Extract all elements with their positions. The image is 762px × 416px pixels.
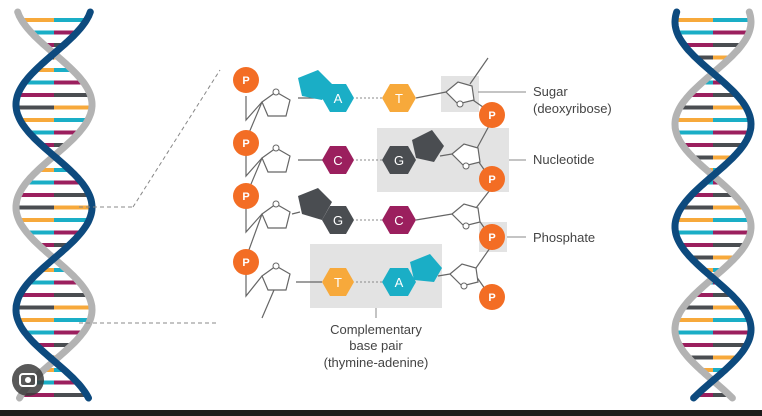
phosphate-left-1: P [233, 67, 259, 93]
right-double-helix [671, 8, 755, 402]
right-backbone-link [475, 123, 491, 151]
base-ring-five [298, 188, 332, 220]
phosphate-right-2: P [479, 166, 505, 192]
bottom-bar [0, 410, 762, 416]
nucleotide-label: Nucleotide [533, 152, 594, 167]
svg-text:P: P [242, 138, 249, 150]
left-backbone-seg [245, 208, 263, 234]
base-letter: C [333, 153, 342, 168]
right-backbone-link [475, 247, 491, 269]
helix-strand-gray [671, 8, 755, 402]
sugar-left-2 [261, 144, 291, 173]
base-pair-label-line-3: (thymine-adenine) [324, 355, 429, 370]
base-adenine [322, 84, 354, 112]
base-letter: G [394, 153, 404, 168]
base-ring-five [298, 70, 332, 100]
phosphate-right-3: P [479, 224, 505, 250]
base-letter: C [394, 213, 403, 228]
helix-strand-blue [671, 8, 755, 402]
nucleotide-row-3: G C [291, 188, 453, 234]
base-pair-label-line-1: Complementary [330, 322, 422, 337]
base-guanine [322, 206, 354, 234]
sugar-right-3 [451, 203, 481, 230]
left-backbone-seg [245, 270, 263, 298]
sugar-right-4 [449, 263, 479, 290]
sugar-right-2 [451, 143, 481, 170]
base-cytosine [322, 146, 354, 174]
base-thymine [322, 268, 354, 296]
nucleotide-row-1: A T [298, 70, 447, 112]
base-ring-five [412, 130, 444, 162]
svg-text:P: P [488, 174, 495, 186]
helix-strand-blue [12, 8, 96, 402]
svg-text:P: P [242, 75, 249, 87]
nucleotide-row-2: C G [298, 130, 453, 174]
sugar-left-3 [261, 200, 291, 229]
sugar-left-1 [261, 88, 291, 117]
sugar-right-1 [445, 81, 475, 108]
phosphate-left-3: P [233, 183, 259, 209]
helix-strand-gray [12, 8, 96, 402]
sugar-sub-label: (deoxyribose) [533, 101, 612, 116]
phosphate-left-4: P [233, 249, 259, 275]
base-ring-five [410, 254, 442, 282]
svg-text:P: P [488, 292, 495, 304]
svg-text:P: P [488, 232, 495, 244]
sugar-label: Sugar [533, 84, 568, 99]
left-double-helix [12, 8, 96, 402]
left-backbone-seg [245, 155, 263, 178]
dna-structure-detail: A T C G G C [233, 57, 612, 370]
svg-text:P: P [242, 191, 249, 203]
right-backbone-link [475, 189, 491, 209]
base-letter: T [334, 275, 342, 290]
base-letter: A [395, 275, 404, 290]
base-thymine [382, 84, 416, 112]
phosphate-right-4: P [479, 284, 505, 310]
base-pair-label-line-2: base pair [349, 338, 403, 353]
image-search-icon[interactable] [12, 364, 44, 396]
svg-text:P: P [488, 110, 495, 122]
base-letter: T [395, 91, 403, 106]
backbone-tail [261, 289, 275, 319]
phosphate-label: Phosphate [533, 230, 595, 245]
svg-text:P: P [242, 257, 249, 269]
nucleotide-row-4: T A [296, 254, 451, 296]
phosphate-right-1: P [479, 102, 505, 128]
base-letter: A [334, 91, 343, 106]
sugar-left-4 [261, 262, 291, 291]
phosphate-left-2: P [233, 130, 259, 156]
base-guanine [382, 146, 416, 174]
left-backbone-seg [245, 96, 263, 122]
base-cytosine [382, 206, 416, 234]
zoom-line-top-diag [132, 69, 221, 208]
backbone-tail [469, 57, 489, 85]
base-letter: G [333, 213, 343, 228]
base-adenine [382, 268, 416, 296]
